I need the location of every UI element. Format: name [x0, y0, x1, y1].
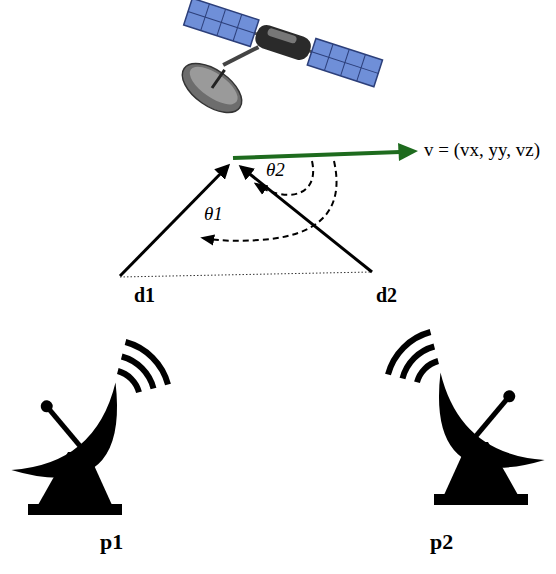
ground-antenna	[0, 342, 168, 515]
angle-arc	[203, 161, 337, 241]
station-label: p1	[100, 530, 123, 554]
station-label: p2	[430, 530, 453, 554]
satellite	[176, 0, 383, 111]
angle-arc	[256, 161, 313, 195]
vector-label: d2	[376, 284, 397, 306]
velocity-arrowhead	[398, 143, 418, 161]
ground-antenna	[388, 332, 556, 505]
baseline	[120, 272, 372, 277]
vector-label: d1	[134, 284, 155, 306]
angle-label: θ2	[266, 160, 285, 181]
range-vector	[241, 167, 372, 272]
vector-label: v = (vx, yy, vz)	[424, 140, 540, 161]
angle-label: θ1	[204, 204, 223, 225]
velocity-vector	[233, 152, 400, 158]
range-vector	[120, 166, 228, 276]
